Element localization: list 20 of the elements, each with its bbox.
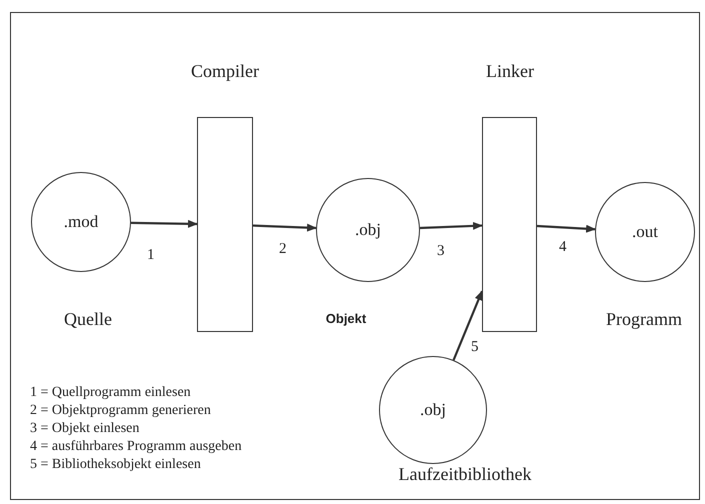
file-extension: .out <box>632 221 658 244</box>
node-caption: Laufzeitbibliothek <box>398 465 532 483</box>
node-caption: Programm <box>605 310 683 328</box>
file-extension: .obj <box>355 219 381 242</box>
legend-note: 1 = Quellprogramm einlesen <box>30 384 192 402</box>
arrow <box>130 220 198 228</box>
box-heading: Compiler <box>190 62 260 80</box>
arrow <box>252 224 318 232</box>
legend-note: 2 = Objektprogramm generieren <box>30 402 212 420</box>
arrow <box>420 222 483 230</box>
arrow <box>536 224 596 233</box>
node-caption: Quelle <box>63 310 113 328</box>
file-extension: .mod <box>64 211 98 234</box>
node-caption: Objekt <box>324 312 368 325</box>
file-extension: .obj <box>420 399 446 422</box>
box-heading: Linker <box>485 62 535 80</box>
legend-note: 3 = Objekt einlesen <box>30 420 140 438</box>
legend-note: 5 = Bibliotheksobjekt einlesen <box>30 456 202 474</box>
arrow <box>452 290 484 360</box>
legend-note: 4 = ausführbares Programm ausgeben <box>30 438 242 456</box>
